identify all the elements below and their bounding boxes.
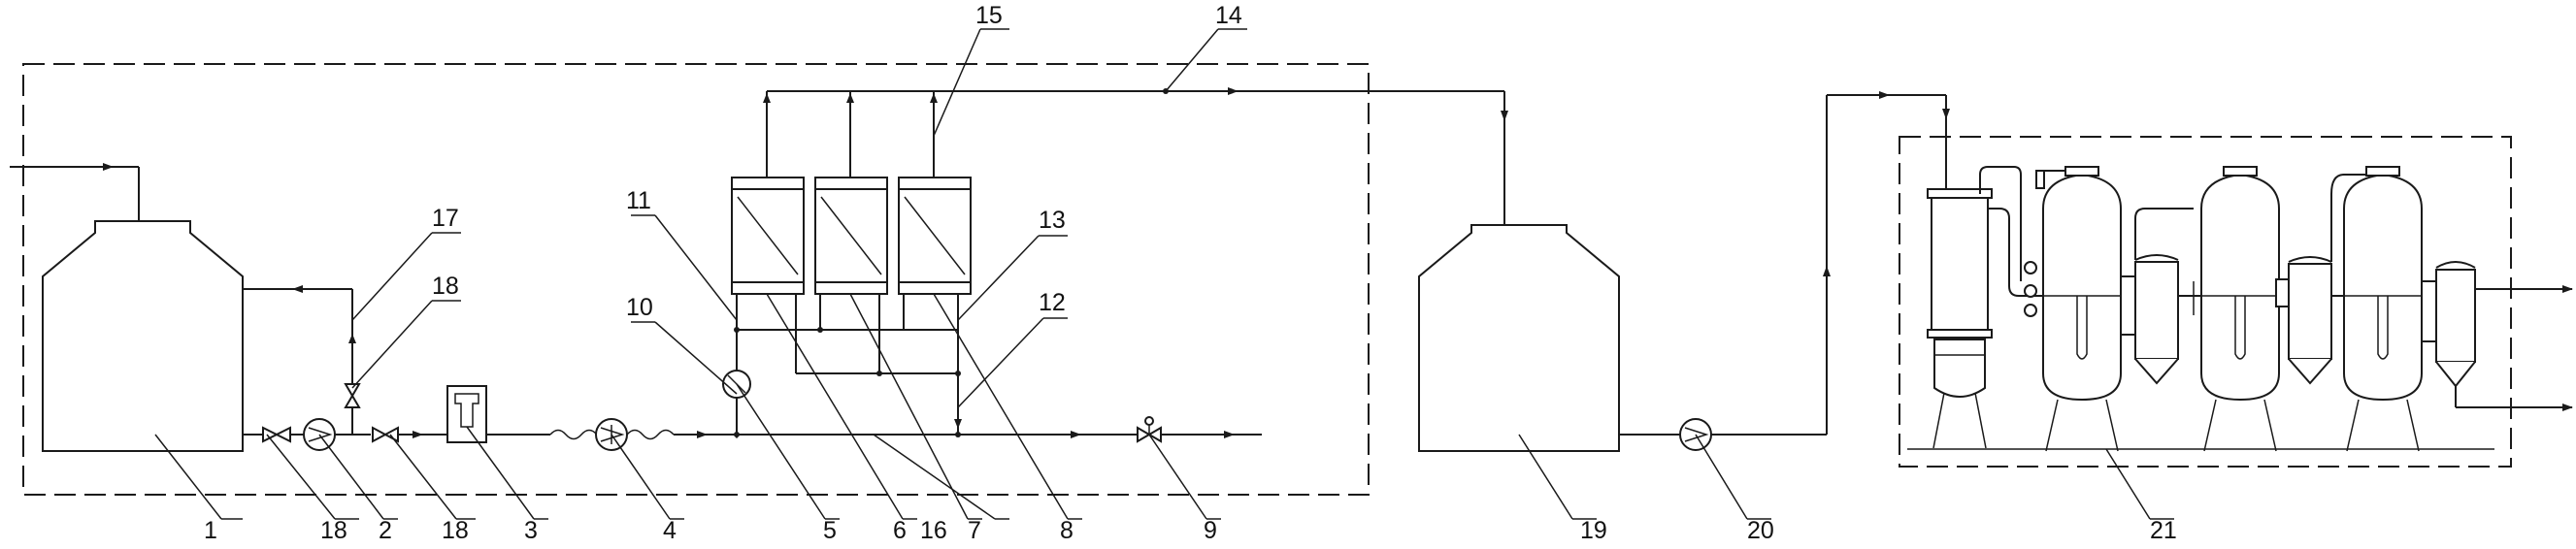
label-16: 16 bbox=[920, 517, 947, 544]
valve-18-recirculation bbox=[344, 383, 361, 408]
label-20: 20 bbox=[1747, 517, 1774, 544]
label-18-middle: 18 bbox=[442, 517, 469, 544]
leader-lines bbox=[154, 28, 2174, 520]
label-15: 15 bbox=[975, 2, 1003, 29]
label-3: 3 bbox=[524, 517, 538, 544]
raw-water-tank-1 bbox=[42, 220, 244, 452]
membrane-module-7 bbox=[814, 177, 888, 295]
label-13: 13 bbox=[1039, 207, 1066, 234]
permeate-tank-19 bbox=[1418, 224, 1620, 452]
label-7: 7 bbox=[968, 517, 981, 544]
label-11: 11 bbox=[626, 187, 651, 214]
pretreatment-boundary bbox=[22, 63, 1370, 496]
label-19: 19 bbox=[1580, 517, 1607, 544]
label-4: 4 bbox=[663, 517, 677, 544]
label-9: 9 bbox=[1204, 517, 1217, 544]
label-21: 21 bbox=[2150, 517, 2177, 544]
label-14: 14 bbox=[1215, 2, 1242, 29]
cartridge-filter-3 bbox=[446, 385, 487, 443]
membrane-module-8 bbox=[898, 177, 972, 295]
label-8: 8 bbox=[1060, 517, 1073, 544]
label-17: 17 bbox=[432, 205, 459, 232]
label-12: 12 bbox=[1039, 289, 1066, 316]
evaporator-boundary bbox=[1899, 136, 2512, 468]
membrane-module-6 bbox=[731, 177, 805, 295]
label-10: 10 bbox=[626, 294, 653, 321]
label-1: 1 bbox=[204, 517, 217, 544]
label-6: 6 bbox=[893, 517, 907, 544]
label-5: 5 bbox=[823, 517, 837, 544]
label-18-recirculation: 18 bbox=[432, 273, 459, 300]
label-2: 2 bbox=[379, 517, 392, 544]
valve-9 bbox=[1137, 416, 1162, 443]
label-18-left: 18 bbox=[320, 517, 347, 544]
evaporator-system-21 bbox=[1907, 166, 2494, 452]
